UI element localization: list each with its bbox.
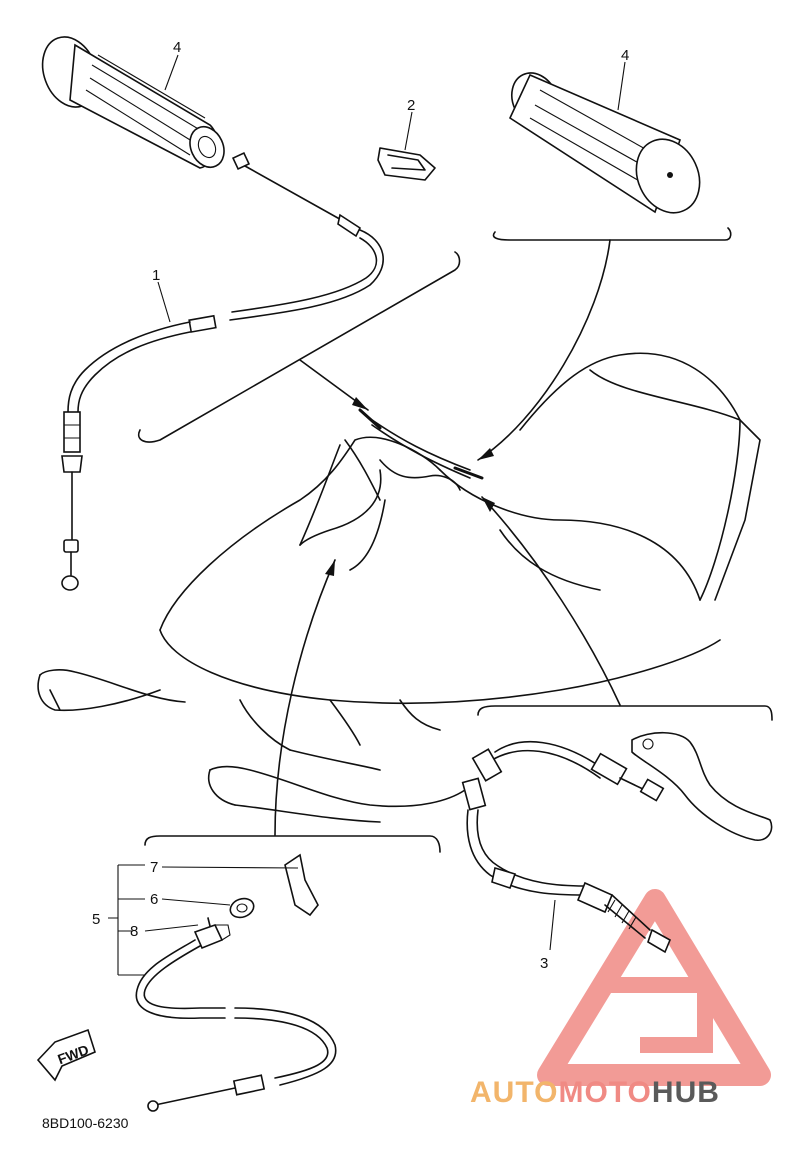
part-label-1: 1 — [152, 267, 160, 284]
part-label-8: 8 — [130, 923, 138, 940]
watermark-auto: AUTO — [470, 1076, 558, 1109]
part-label-5: 5 — [92, 911, 100, 928]
watermark-text: AUTOMOTOHUB — [470, 1076, 720, 1109]
part-label-3: 3 — [540, 955, 548, 972]
watermark-moto: MOTO — [558, 1076, 651, 1109]
watermark-inner-shape — [610, 977, 713, 1053]
part-label-6: 6 — [150, 891, 158, 908]
diagram-code: 8BD100-6230 — [42, 1115, 129, 1131]
forward-arrow-icon: FWD — [36, 1028, 96, 1082]
part-label-7: 7 — [150, 859, 158, 876]
callout-lines — [108, 54, 773, 976]
handlebar-grip-left — [41, 36, 225, 169]
brake-lever — [631, 731, 773, 841]
watermark-logo — [537, 889, 771, 1086]
stop-switch-assembly — [135, 853, 337, 1112]
clip-part — [377, 147, 436, 181]
watermark-hub: HUB — [652, 1076, 720, 1109]
part-label-2: 2 — [407, 97, 415, 114]
brake-cable — [461, 741, 672, 954]
part-label-4-right: 4 — [621, 47, 629, 64]
part-label-4-left: 4 — [173, 39, 181, 56]
snowmobile-outline — [37, 352, 761, 823]
throttle-cable — [61, 151, 384, 591]
handlebar-grip-right — [508, 72, 701, 214]
